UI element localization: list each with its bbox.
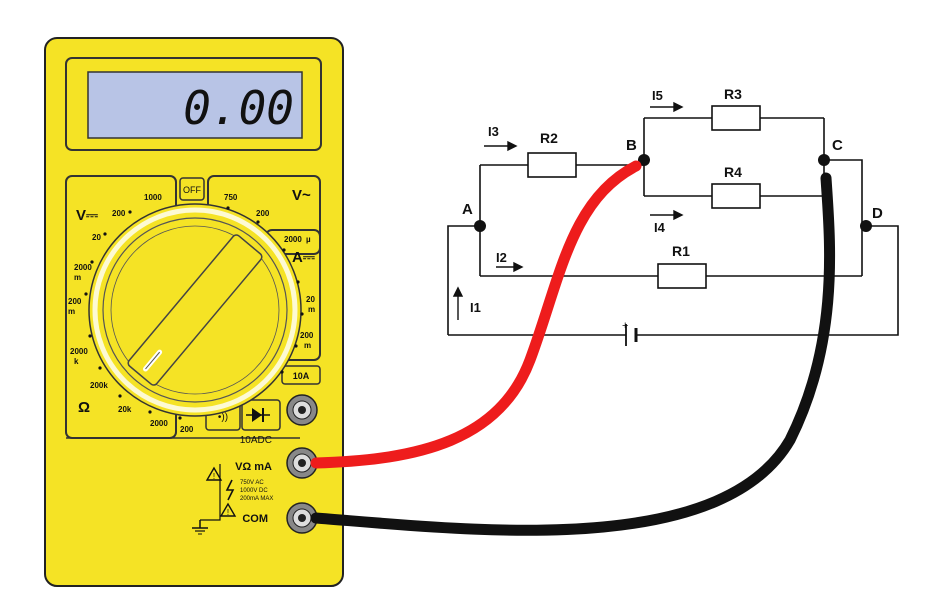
rating-line-2: 1000V DC (240, 488, 268, 494)
off-label: OFF (183, 185, 201, 195)
label-i2: I2 (496, 250, 507, 265)
lcd-screen (87, 71, 303, 139)
scale-ohm-2000: 2000 (150, 419, 168, 428)
scale-dca-m2: m (304, 341, 311, 350)
port-symbol-line (200, 464, 221, 521)
black-probe-lead[interactable] (310, 172, 836, 536)
scale-dca-m1: m (308, 305, 315, 314)
resistor-r3 (711, 105, 761, 131)
label-r1: R1 (672, 243, 690, 259)
scale-dca-2000: 2000 (284, 235, 302, 244)
current-arrows (452, 101, 684, 320)
battery-plus-label: + (622, 320, 628, 332)
scale-dcv-m1: m (74, 273, 81, 282)
buzzer-icon: •)) (218, 412, 228, 423)
scale-dcv-200m: 200 (68, 297, 82, 306)
scale-dca-200: 200 (300, 331, 314, 340)
node-a (474, 220, 486, 232)
node-b (638, 154, 650, 166)
port-vma-label: VΩ mA (235, 461, 272, 473)
label-r3: R3 (724, 86, 742, 102)
rating-line-3: 200mA MAX (240, 496, 273, 502)
node-d (860, 220, 872, 232)
scale-dca-u: µ (306, 235, 311, 244)
resistor-labels: R2 R3 R4 R1 (540, 86, 742, 259)
amps10-box (281, 365, 321, 385)
circuit-wires (447, 117, 899, 336)
svg-text:!: ! (227, 508, 229, 517)
label-r4: R4 (724, 164, 742, 180)
ohm-label: Ω (78, 399, 90, 416)
label-node-c: C (832, 137, 843, 154)
scale-dca-20: 20 (306, 295, 315, 304)
warning-icon: ! (205, 466, 223, 481)
red-probe-lead[interactable] (310, 160, 642, 469)
acv-label: V~ (292, 187, 311, 204)
multimeter: 0.00 OFF V⎓ V~ A⎓ Ω 1000 200 20 2000 m 2… (44, 37, 344, 587)
label-node-d: D (872, 205, 883, 222)
port-rating: 750V AC 1000V DC 200mA MAX (240, 480, 273, 502)
jack-10adc[interactable] (286, 394, 318, 426)
label-i4: I4 (654, 220, 666, 235)
label-i3: I3 (488, 124, 499, 139)
battery: + (622, 320, 638, 346)
jack-vma[interactable] (286, 447, 318, 479)
label-node-a: A (462, 201, 473, 218)
rotary-dial[interactable] (84, 203, 304, 420)
amps10-label: 10A (293, 371, 310, 381)
lcd-reading: 0.00 (183, 81, 294, 135)
dcv-label: V⎓ (76, 207, 98, 224)
lightning-icon (225, 479, 235, 501)
resistor-r4 (711, 183, 761, 209)
label-i1: I1 (470, 300, 481, 315)
label-i5: I5 (652, 88, 663, 103)
scale-dcv-20: 20 (92, 233, 101, 242)
label-r2: R2 (540, 130, 558, 146)
node-labels: A B C D (462, 137, 883, 222)
diode-box (241, 399, 281, 431)
rating-line-1: 750V AC (240, 480, 264, 486)
scale-ohm-20k: 20k (118, 405, 132, 414)
scale-dcv-1000: 1000 (144, 193, 162, 202)
scale-acv-200: 200 (256, 209, 270, 218)
port-10adc-label: 10ADC (240, 435, 272, 446)
current-labels: I3 I5 I4 I2 I1 (470, 88, 666, 315)
port-com-label: COM (242, 513, 268, 525)
circuit-nodes (474, 154, 872, 232)
scale-ohm-k: k (74, 357, 79, 366)
resistor-r1 (657, 263, 707, 289)
ground-icon (192, 520, 208, 535)
resistors (527, 105, 761, 289)
off-box (179, 177, 205, 201)
scale-dcv-m2: m (68, 307, 75, 316)
resistor-r2 (527, 152, 577, 178)
dial-tick-dots (84, 206, 304, 420)
scale-dcv-200: 200 (112, 209, 126, 218)
svg-text:!: ! (213, 472, 215, 481)
dca-label: A⎓ (292, 249, 315, 266)
scale-ohm-200k: 200k (90, 381, 108, 390)
scale-ohm-2000k: 2000 (70, 347, 88, 356)
warning-icon-2: ! (219, 502, 237, 517)
scale-dcv-2000m: 2000 (74, 263, 92, 272)
node-c (818, 154, 830, 166)
scale-acv-750: 750 (224, 193, 238, 202)
label-node-b: B (626, 137, 637, 154)
range-scale: 1000 200 20 2000 m 200 m 750 200 2000 µ … (68, 193, 315, 434)
scale-ohm-200: 200 (180, 425, 194, 434)
diode-icon (246, 408, 270, 422)
dial-knob[interactable] (127, 233, 264, 386)
